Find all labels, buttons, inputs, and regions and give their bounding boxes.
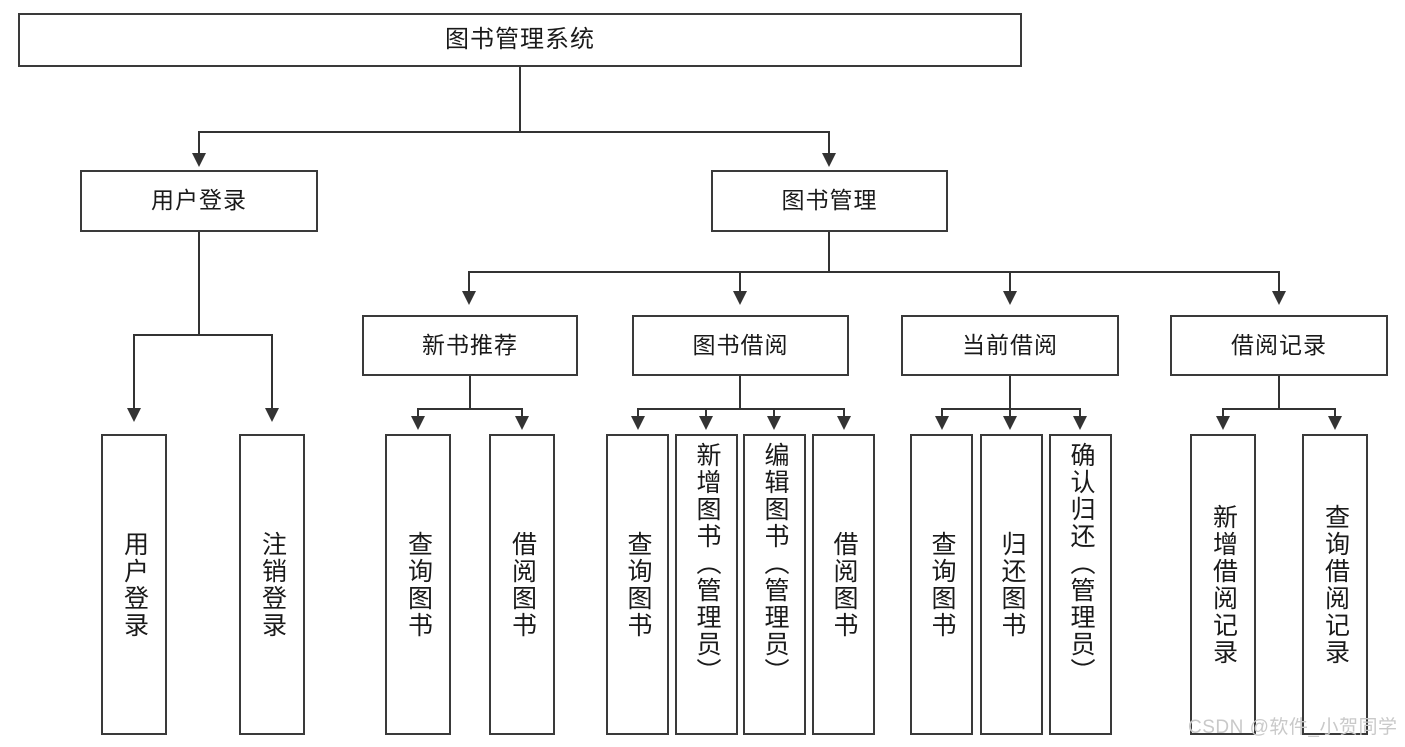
leaf-cb-confirm-return-admin[interactable]: 确认归还（管理员）: [1049, 434, 1112, 735]
connector-root-to-book-management: [828, 131, 830, 156]
node-current-borrow[interactable]: 当前借阅: [901, 315, 1119, 376]
leaf-br-add-record[interactable]: 新增借阅记录: [1190, 434, 1256, 735]
arrow-to-borrow-records: [1272, 291, 1286, 305]
node-label: 查询图书: [404, 530, 433, 639]
connector-bm-drop-4: [1278, 271, 1280, 293]
node-book-borrow[interactable]: 图书借阅: [632, 315, 849, 376]
leaf-user-login[interactable]: 用户登录: [101, 434, 167, 735]
arrow-to-bb-leaf-2: [699, 416, 713, 430]
node-label: 归还图书: [998, 530, 1026, 639]
node-label: 查询借阅记录: [1321, 503, 1350, 666]
arrow-to-br-leaf-2: [1328, 416, 1342, 430]
connector-root-bar: [198, 131, 830, 133]
connector-cb-drop-1: [941, 408, 943, 418]
node-label: 查询图书: [624, 530, 652, 639]
connector-root-stem: [519, 67, 521, 132]
node-label: 查询图书: [928, 530, 956, 639]
arrow-to-nbr-leaf-1: [411, 416, 425, 430]
arrow-to-cb-leaf-1: [935, 416, 949, 430]
leaf-bb-borrow-book[interactable]: 借阅图书: [812, 434, 875, 735]
node-label: 编辑图书（管理员）: [761, 442, 789, 685]
arrow-to-cb-leaf-3: [1073, 416, 1087, 430]
arrow-to-current-borrow: [1003, 291, 1017, 305]
connector-user-login-drop-1: [133, 334, 135, 410]
leaf-bb-add-book-admin[interactable]: 新增图书（管理员）: [675, 434, 738, 735]
connector-book-management-stem: [828, 232, 830, 272]
arrow-to-book-borrow: [733, 291, 747, 305]
connector-nbr-drop-2: [521, 408, 523, 418]
leaf-nbr-borrow-book[interactable]: 借阅图书: [489, 434, 555, 735]
connector-bb-drop-4: [843, 408, 845, 418]
connector-bb-drop-3: [773, 408, 775, 418]
connector-cb-bar: [941, 408, 1081, 410]
node-label: 借阅图书: [830, 530, 858, 639]
connector-nbr-bar: [417, 408, 522, 410]
connector-user-login-bar: [133, 334, 273, 336]
connector-cb-stem: [1009, 376, 1011, 409]
connector-bb-stem: [739, 376, 741, 409]
connector-bb-drop-1: [637, 408, 639, 418]
leaf-bb-edit-book-admin[interactable]: 编辑图书（管理员）: [743, 434, 806, 735]
node-label: 新书推荐: [422, 331, 518, 358]
node-new-book-recommend[interactable]: 新书推荐: [362, 315, 578, 376]
arrow-to-leaf-user-login: [127, 408, 141, 422]
leaf-logout[interactable]: 注销登录: [239, 434, 305, 735]
node-label: 新增借阅记录: [1209, 503, 1238, 666]
leaf-cb-return-book[interactable]: 归还图书: [980, 434, 1043, 735]
connector-root-to-user-login: [198, 131, 200, 156]
leaf-nbr-query-book[interactable]: 查询图书: [385, 434, 451, 735]
connector-cb-drop-3: [1079, 408, 1081, 418]
node-label: 图书管理系统: [445, 25, 595, 53]
arrow-to-bb-leaf-3: [767, 416, 781, 430]
connector-book-management-bar: [468, 271, 1280, 273]
connector-bm-drop-1: [468, 271, 470, 293]
connector-cb-drop-2: [1009, 408, 1011, 418]
connector-br-stem: [1278, 376, 1280, 409]
connector-nbr-drop-1: [417, 408, 419, 418]
connector-bb-bar: [637, 408, 844, 410]
arrow-to-nbr-leaf-2: [515, 416, 529, 430]
node-user-login[interactable]: 用户登录: [80, 170, 318, 232]
node-label: 注销登录: [258, 530, 287, 639]
node-book-management-system[interactable]: 图书管理系统: [18, 13, 1022, 67]
connector-nbr-stem: [469, 376, 471, 409]
leaf-cb-query-book[interactable]: 查询图书: [910, 434, 973, 735]
leaf-br-query-record[interactable]: 查询借阅记录: [1302, 434, 1368, 735]
node-label: 图书借阅: [692, 331, 789, 358]
connector-bb-drop-2: [705, 408, 707, 418]
connector-bm-drop-2: [739, 271, 741, 293]
connector-user-login-stem: [198, 232, 200, 335]
arrow-to-bb-leaf-1: [631, 416, 645, 430]
connector-br-drop-1: [1222, 408, 1224, 418]
arrow-to-cb-leaf-2: [1003, 416, 1017, 430]
arrow-to-new-book-recommend: [462, 291, 476, 305]
arrow-to-book-management: [822, 153, 836, 167]
node-label: 图书管理: [781, 187, 878, 214]
node-borrow-records[interactable]: 借阅记录: [1170, 315, 1388, 376]
node-label: 确认归还（管理员）: [1067, 442, 1095, 685]
arrow-to-user-login: [192, 153, 206, 167]
arrow-to-bb-leaf-4: [837, 416, 851, 430]
node-label: 用户登录: [120, 530, 149, 639]
connector-user-login-drop-2: [271, 334, 273, 410]
connector-br-bar: [1222, 408, 1335, 410]
arrow-to-leaf-logout: [265, 408, 279, 422]
arrow-to-br-leaf-1: [1216, 416, 1230, 430]
node-book-management[interactable]: 图书管理: [711, 170, 948, 232]
node-label: 借阅记录: [1231, 331, 1327, 358]
node-label: 新增图书（管理员）: [693, 442, 721, 685]
connector-bm-drop-3: [1009, 271, 1011, 293]
node-label: 借阅图书: [508, 530, 537, 639]
leaf-bb-query-book[interactable]: 查询图书: [606, 434, 669, 735]
node-label: 用户登录: [151, 187, 247, 214]
node-label: 当前借阅: [962, 331, 1058, 358]
connector-br-drop-2: [1334, 408, 1336, 418]
